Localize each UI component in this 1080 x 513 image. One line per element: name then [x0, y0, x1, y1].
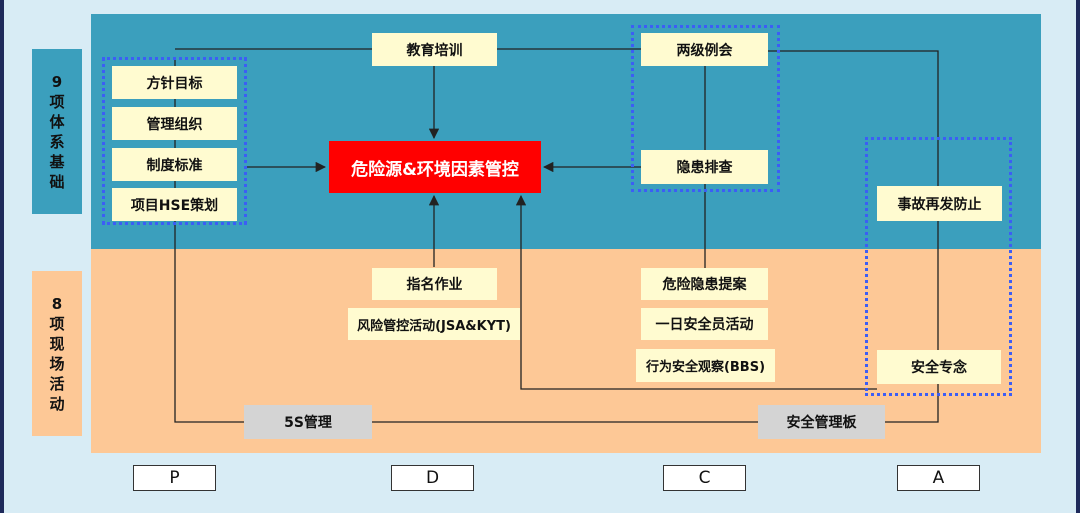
accident-prevention-box: 事故再发防止 — [877, 186, 1002, 221]
management-organization-box: 管理组织 — [112, 107, 237, 140]
safety-topic-arrow — [515, 194, 877, 390]
system-foundation-label: 9 项 体 系 基 础 — [32, 49, 82, 214]
pdca-c-label: C — [663, 465, 746, 491]
safety-focus-box: 安全专念 — [877, 350, 1001, 384]
hidden-danger-check-box: 隐患排查 — [641, 150, 768, 184]
project-hse-plan-box: 项目HSE策划 — [112, 188, 237, 221]
system-standard-box: 制度标准 — [112, 148, 237, 181]
hazard-proposal-box: 危险隐患提案 — [641, 268, 768, 300]
hazard-control-center-box: 危险源&环境因素管控 — [329, 141, 541, 193]
check-group-outline — [631, 25, 780, 192]
outer-loop-line — [174, 50, 939, 423]
risk-control-activity-box: 风险管控活动(JSA&KYT) — [348, 308, 520, 340]
education-training-box: 教育培训 — [372, 33, 497, 66]
designated-work-box: 指名作业 — [372, 268, 497, 300]
safety-management-board-box: 安全管理板 — [758, 405, 885, 439]
pdca-p-label: P — [133, 465, 216, 491]
behavior-safety-observation-box: 行为安全观察(BBS) — [636, 349, 775, 382]
five-s-management-box: 5S管理 — [244, 405, 372, 439]
act-group-outline — [865, 137, 1012, 396]
pdca-a-label: A — [897, 465, 980, 491]
two-level-meeting-box: 两级例会 — [641, 33, 768, 66]
pdca-d-label: D — [391, 465, 474, 491]
daily-safety-officer-box: 一日安全员活动 — [641, 308, 768, 340]
field-activity-label: 8 项 现 场 活 动 — [32, 271, 82, 436]
plan-group-outline — [102, 57, 247, 225]
policy-target-box: 方针目标 — [112, 66, 237, 99]
